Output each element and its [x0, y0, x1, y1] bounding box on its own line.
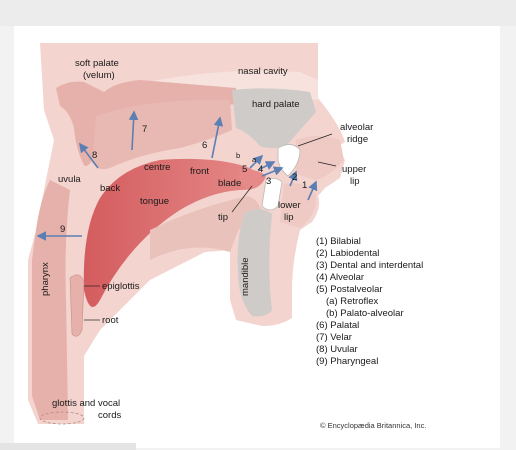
legend-item: (6) Palatal	[316, 320, 359, 331]
label-blade: blade	[218, 178, 241, 189]
label-velum: (velum)	[83, 70, 115, 81]
num-b: b	[236, 151, 240, 160]
num-5: 5	[242, 164, 247, 175]
num-1: 1	[302, 180, 307, 191]
pharynx-wall	[32, 180, 70, 420]
label-tongue: tongue	[140, 196, 169, 207]
legend-item: (4) Alveolar	[316, 272, 364, 283]
label-front: front	[190, 166, 209, 177]
label-soft-palate: soft palate	[75, 58, 119, 69]
num-9: 9	[60, 224, 65, 235]
legend-item: (2) Labiodental	[316, 248, 379, 259]
legend-item: (5) Postalveolar	[316, 284, 383, 295]
legend-item: (a) Retroflex	[326, 296, 379, 307]
legend: (1) Bilabial (2) Labiodental (3) Dental …	[316, 236, 423, 367]
legend-item: (1) Bilabial	[316, 236, 361, 247]
legend-item: (8) Uvular	[316, 344, 358, 355]
label-hard-palate: hard palate	[252, 99, 300, 110]
label-lower: lower	[278, 200, 301, 211]
label-pharynx: pharynx	[40, 262, 51, 296]
label-uvula: uvula	[58, 174, 81, 185]
label-mandible: mandible	[240, 257, 251, 296]
label-root: root	[102, 315, 119, 326]
num-2: 2	[292, 172, 297, 183]
label-ridge: ridge	[347, 134, 368, 145]
num-8: 8	[92, 150, 97, 161]
label-alveolar: alveolar	[340, 122, 373, 133]
num-7: 7	[142, 124, 147, 135]
copyright: © Encyclopædia Britannica, Inc.	[320, 421, 426, 430]
num-4: 4	[258, 164, 263, 175]
epiglottis	[70, 275, 84, 336]
label-upper: upper	[342, 164, 366, 175]
label-tip: tip	[218, 212, 228, 223]
label-epiglottis: epiglottis	[102, 281, 140, 292]
label-centre: centre	[144, 162, 170, 173]
label-glottis: glottis and vocal	[52, 398, 120, 409]
label-upper-lip: lip	[350, 176, 360, 187]
num-3: 3	[266, 176, 271, 187]
label-cords: cords	[98, 410, 121, 421]
label-nasal-cavity: nasal cavity	[238, 66, 288, 77]
legend-item: (7) Velar	[316, 332, 352, 343]
label-lower-lip: lip	[284, 212, 294, 223]
num-6: 6	[202, 140, 207, 151]
legend-item: (3) Dental and interdental	[316, 260, 423, 271]
legend-item: (9) Pharyngeal	[316, 356, 378, 367]
legend-item: (b) Palato-alveolar	[326, 308, 404, 319]
label-back: back	[100, 183, 120, 194]
